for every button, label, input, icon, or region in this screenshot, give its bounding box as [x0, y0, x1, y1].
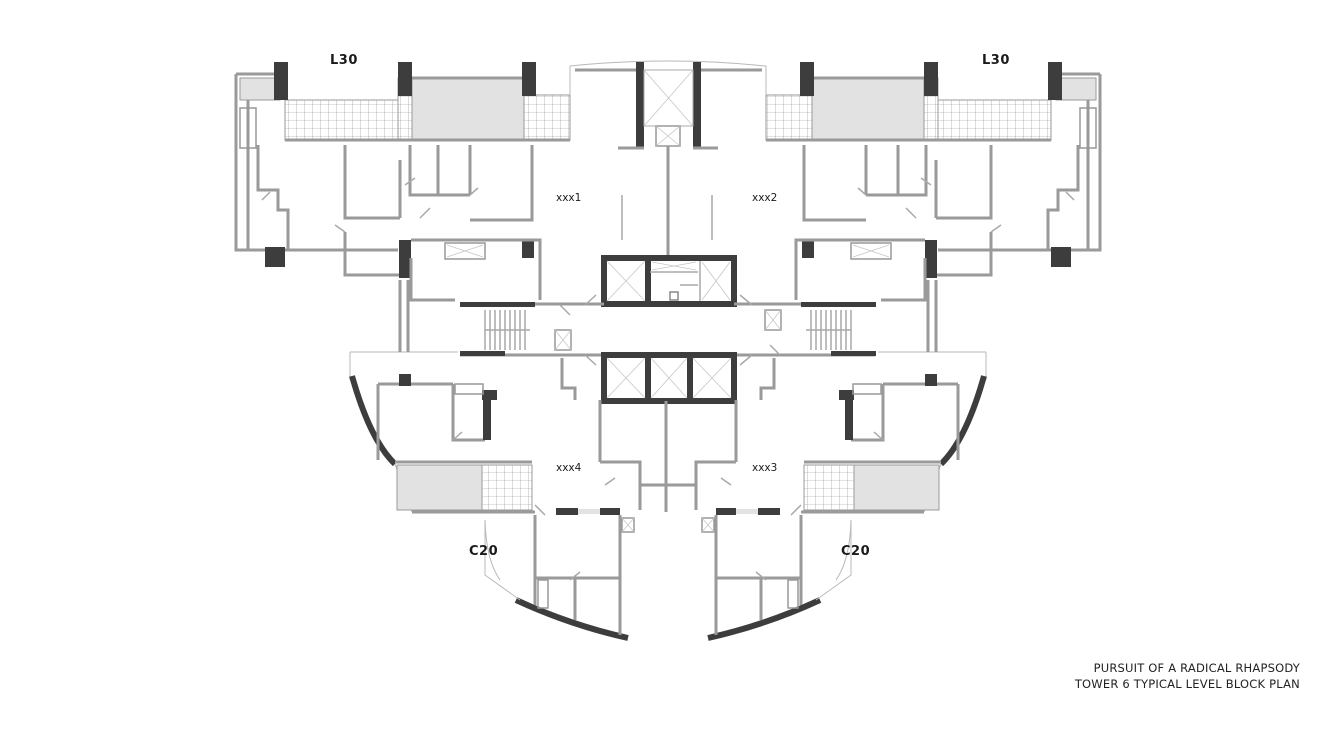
caption-plan-title: TOWER 6 TYPICAL LEVEL BLOCK PLAN	[1074, 677, 1300, 691]
unit-number-label-xxx3: xxx3	[752, 462, 778, 474]
unit-l30-right	[765, 62, 1102, 302]
unit-number-label-xxx4: xxx4	[556, 462, 582, 474]
unit-type-label-top-right: L30	[982, 53, 1010, 68]
caption-project-title: PURSUIT OF A RADICAL RHAPSODY	[1093, 661, 1300, 675]
plan-caption: PURSUIT OF A RADICAL RHAPSODY TOWER 6 TY…	[1075, 660, 1300, 692]
unit-c20-left	[349, 280, 642, 641]
top-center-shaft	[569, 60, 767, 255]
central-core	[460, 255, 876, 512]
unit-c20-right	[694, 280, 987, 641]
unit-type-label-bottom-left: C20	[469, 544, 499, 559]
unit-number-label-xxx2: xxx2	[752, 192, 778, 204]
unit-type-label-bottom-right: C20	[841, 544, 871, 559]
unit-l30-left	[234, 62, 571, 302]
unit-number-label-xxx1: xxx1	[556, 192, 582, 204]
unit-type-label-top-left: L30	[330, 53, 358, 68]
